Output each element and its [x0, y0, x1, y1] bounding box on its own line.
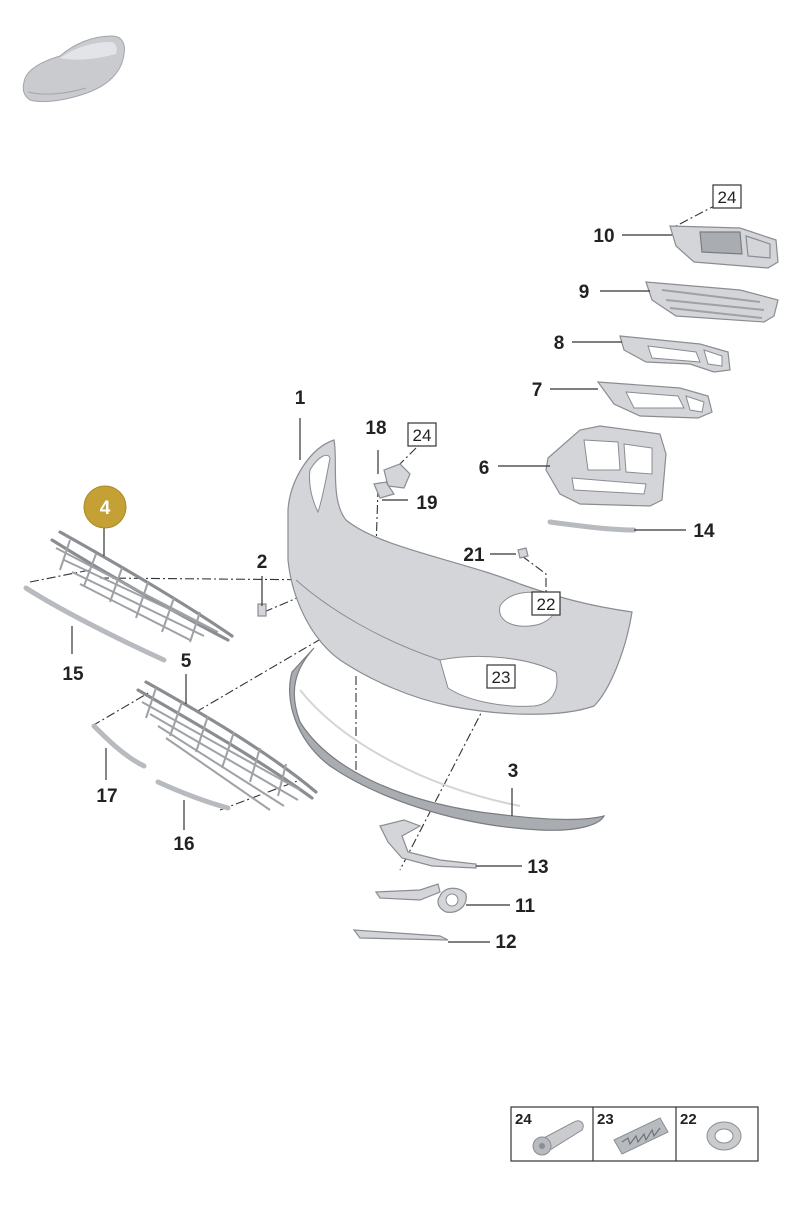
callout-11: 11 [515, 896, 536, 917]
boxed-references: 24 24 22 23 [407, 184, 742, 689]
callout-7: 7 [532, 380, 543, 401]
callout-4-highlight[interactable]: 4 [83, 485, 127, 529]
part-3-spoiler [289, 647, 606, 831]
callout-15: 15 [62, 664, 84, 685]
callout-3: 3 [508, 761, 519, 782]
legend-label-23: 23 [597, 1111, 614, 1128]
callout-14: 14 [693, 521, 715, 542]
callout-17: 17 [96, 786, 117, 807]
callout-2: 2 [257, 552, 268, 573]
part-6-carrier [545, 425, 667, 507]
part-16-strip [155, 779, 231, 811]
part-14-strip [547, 519, 637, 533]
callout-5: 5 [181, 651, 192, 672]
screw-icon [532, 1120, 584, 1156]
legend-label-24: 24 [515, 1111, 532, 1128]
part-7-frame [596, 381, 713, 419]
part-15-strip [23, 585, 167, 663]
grommet-icon [706, 1121, 742, 1151]
part-11-fog-trim [374, 883, 467, 913]
part-13-trim [379, 819, 477, 869]
callout-10: 10 [593, 226, 614, 247]
callout-18: 18 [365, 418, 386, 439]
part-10-bracket [669, 225, 779, 269]
leader-lines [71, 234, 686, 943]
callout-19: 19 [416, 493, 437, 514]
boxed-ref-24-mid: 24 [413, 426, 432, 445]
part-8-frame [619, 335, 731, 373]
callout-4: 4 [100, 498, 111, 519]
part-12-strip [352, 929, 449, 941]
callout-21: 21 [463, 545, 485, 566]
part-5-grille [136, 680, 318, 811]
boxed-ref-24-top: 24 [718, 188, 737, 207]
callout-labels: 1 2 3 5 6 7 8 9 10 11 12 13 14 15 16 17 … [62, 226, 715, 953]
car-icon [22, 35, 125, 103]
callout-6: 6 [479, 458, 490, 479]
part-9-grille-insert [645, 281, 779, 323]
callout-12: 12 [495, 932, 516, 953]
boxed-ref-22: 22 [537, 595, 556, 614]
callout-1: 1 [295, 388, 306, 409]
part-4-grille [50, 530, 234, 643]
part-1-bumper-cover [287, 439, 633, 715]
hardware-legend: 24 23 22 [510, 1106, 759, 1162]
boxed-ref-23: 23 [492, 668, 511, 687]
legend-label-22: 22 [680, 1111, 697, 1128]
callout-13: 13 [527, 857, 548, 878]
part-18-19-brackets [373, 463, 411, 499]
callout-8: 8 [554, 333, 565, 354]
part-21-clip [517, 547, 529, 559]
part-17-strip [91, 723, 147, 769]
callout-9: 9 [579, 282, 590, 303]
callout-16: 16 [173, 834, 194, 855]
clip-icon [613, 1117, 669, 1155]
